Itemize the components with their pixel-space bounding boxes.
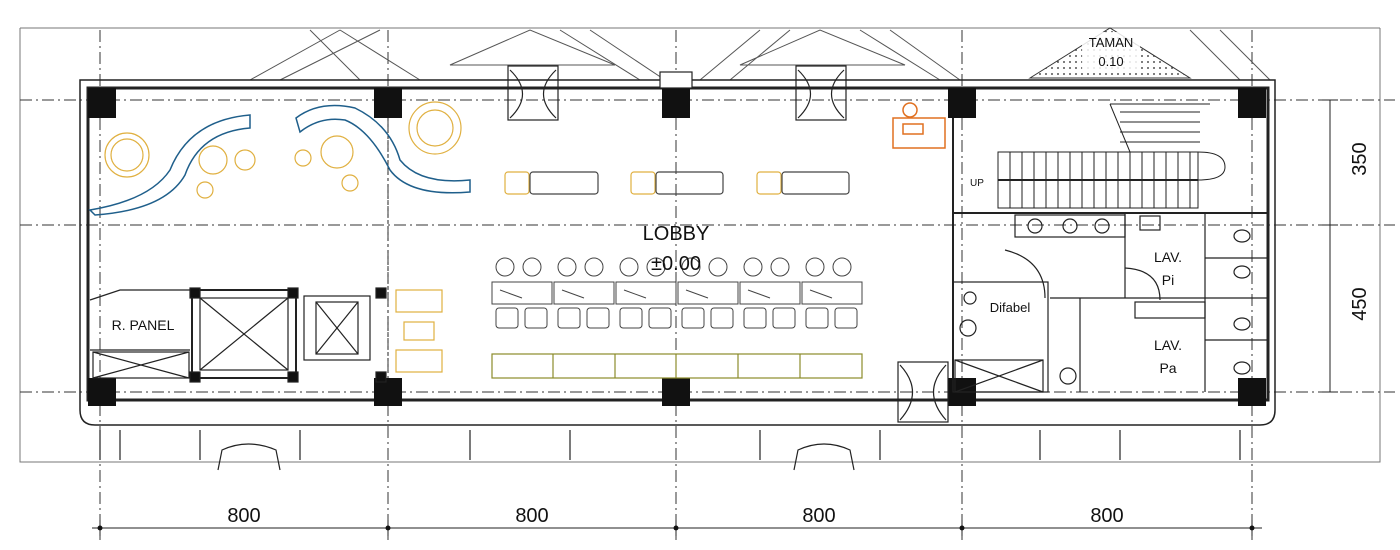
column [662,378,690,406]
waiting-seats [395,289,443,373]
workstation-chair [681,257,701,277]
workstation-chair [834,307,858,329]
lobby-benches [504,171,850,195]
workstation-desk [491,281,553,305]
column [88,378,116,406]
column [1238,378,1266,406]
workstation-chair [586,307,610,329]
bay-dimension-4: 800 [1090,505,1123,527]
lav-pi-label-2: Pi [1162,272,1174,288]
workstation-chair [557,257,577,277]
bay-dimension-2: 800 [515,505,548,527]
axis-grid [20,30,1395,540]
workstation-monitor [685,289,709,299]
workstation-monitor [561,289,585,299]
taman-garden: TAMAN 0.10 [1028,27,1192,79]
column [948,88,976,118]
workstation-chair [743,257,763,277]
difabel-label: Difabel [990,300,1031,315]
column [662,88,690,118]
lav-pa-label-2: Pa [1159,360,1176,376]
vertical-dimension-line [1322,99,1338,393]
workstation-chair [770,257,790,277]
lounge-sofas [88,104,471,216]
workstation-monitor [499,289,523,299]
workstation-chair [584,257,604,277]
site-boundary [19,27,1381,463]
workstation-chair [619,307,643,329]
bay-dimension-3: 800 [802,505,835,527]
workstation-chair [619,257,639,277]
stair-up-label: UP [970,178,984,189]
row-dimension-1: 350 [1349,142,1371,175]
lav-pi-label-1: LAV. [1154,249,1182,265]
front-landscape [249,29,1271,81]
workstation-chair [557,307,581,329]
taman-level: 0.10 [1098,54,1123,69]
columns [88,88,1266,406]
workstations [491,257,863,329]
taman-label: TAMAN [1089,35,1134,50]
workstation-desk [553,281,615,305]
column [88,88,116,118]
workstation-chair [681,307,705,329]
lav-pa-label-1: LAV. [1154,337,1182,353]
washrooms [952,213,1268,393]
workstation-chair [524,307,548,329]
workstation-chair [495,307,519,329]
reception-desk [892,102,946,149]
parking [99,430,1241,471]
workstation-chair [495,257,515,277]
workstation-chair [646,257,666,277]
workstation-chair [772,307,796,329]
workstation-desk [739,281,801,305]
workstation-chair [522,257,542,277]
workstation-monitor [809,289,833,299]
staircase [997,103,1226,209]
entrance-doors [507,65,949,423]
panel-room-label: R. PANEL [112,317,175,333]
lift-core [189,287,387,383]
workstation-chair [743,307,767,329]
bay-dimension-1: 800 [227,505,260,527]
lobby-level: ±0.00 [651,253,701,275]
counter-desks [491,353,863,379]
column [1238,88,1266,118]
row-dimension-2: 450 [1349,287,1371,320]
column [374,378,402,406]
workstation-monitor [747,289,771,299]
workstation-chair [710,307,734,329]
lobby-label: LOBBY [643,223,710,245]
lounge-tables [104,101,462,199]
workstation-chair [648,307,672,329]
horizontal-dimension-ticks [97,525,1255,531]
workstation-desk [677,281,739,305]
panel-room [89,289,190,379]
workstation-chair [805,307,829,329]
workstation-chair [832,257,852,277]
workstation-chair [805,257,825,277]
workstation-monitor [623,289,647,299]
column [374,88,402,118]
workstation-desk [801,281,863,305]
workstation-chair [708,257,728,277]
workstation-desk [615,281,677,305]
